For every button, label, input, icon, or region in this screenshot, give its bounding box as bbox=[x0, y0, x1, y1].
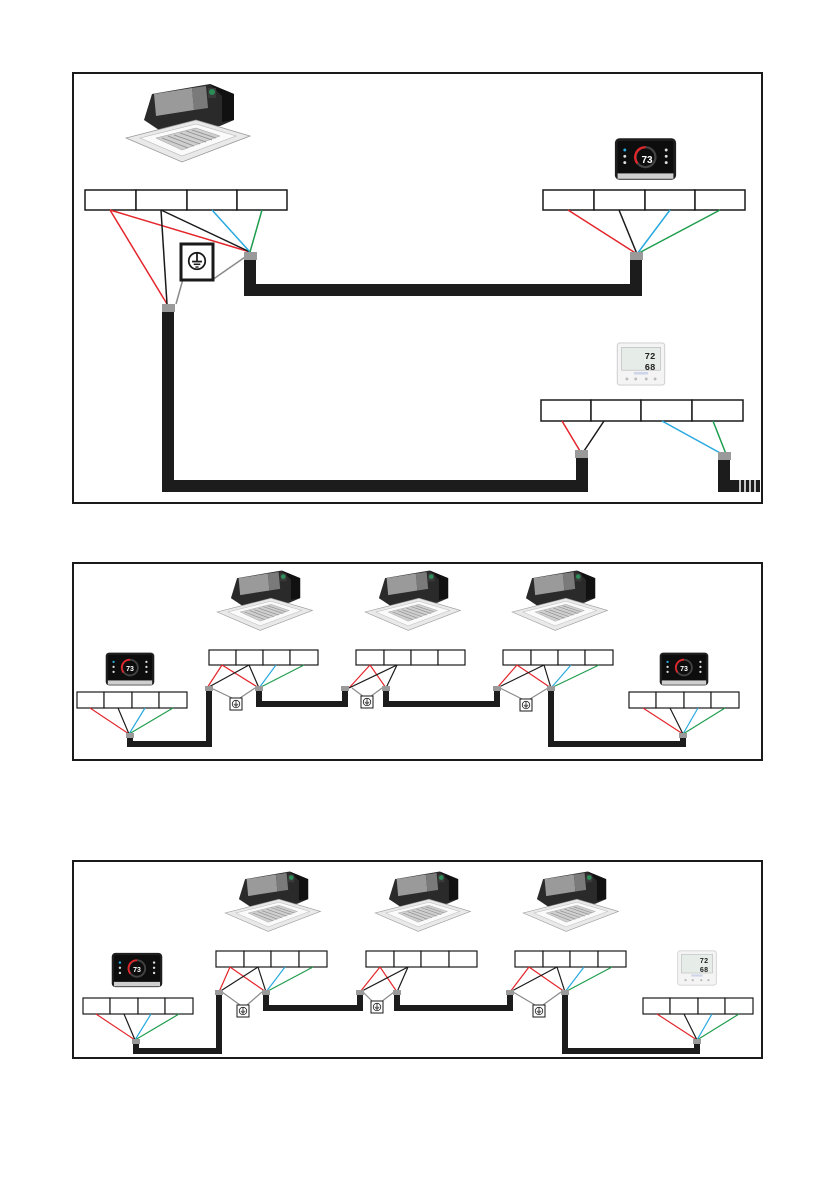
indoor-unit-wires bbox=[349, 665, 397, 697]
indoor-unit-terminal-block bbox=[515, 951, 626, 967]
communication-cables bbox=[136, 994, 697, 1051]
indoor-unit-wires bbox=[510, 967, 612, 1005]
cable-end bbox=[630, 252, 643, 260]
indoor-unit-terminal-block bbox=[209, 650, 318, 665]
indoor-unit-icon bbox=[217, 570, 312, 630]
ground-symbol-icon bbox=[239, 1007, 247, 1015]
indoor-unit-terminal-block bbox=[356, 650, 465, 665]
thermostat-wires bbox=[643, 708, 725, 734]
cable-end bbox=[162, 304, 175, 312]
indoor-unit-terminal-block bbox=[366, 951, 477, 967]
ground-symbol-icon bbox=[232, 700, 240, 708]
thermostat-display-temp: 73 bbox=[680, 666, 688, 673]
diagram-2: 73 bbox=[73, 563, 762, 760]
indoor-unit-icon bbox=[512, 570, 607, 630]
lcd-controller-terminal-block bbox=[541, 400, 743, 421]
thermostat-display-temp: 73 bbox=[641, 155, 653, 166]
lcd-wall-controller-icon bbox=[617, 343, 665, 385]
lcd-room-temp: 68 bbox=[700, 967, 708, 975]
indoor-unit-icon bbox=[225, 871, 320, 931]
indoor-unit-icon bbox=[523, 871, 618, 931]
lcd-controller-terminal-block bbox=[643, 998, 753, 1014]
indoor-unit-wires bbox=[360, 967, 408, 1002]
ground-symbol-icon bbox=[373, 1003, 381, 1011]
lcd-controller-wires bbox=[562, 421, 726, 454]
diagram-3: 73 bbox=[73, 861, 762, 1058]
controller-cable bbox=[168, 311, 582, 486]
ground-symbol-icon bbox=[189, 253, 206, 270]
indoor-unit-terminal-block bbox=[85, 190, 287, 210]
cable-terminator-icon bbox=[718, 452, 760, 494]
diagram-1: 73 72 68 bbox=[73, 73, 762, 503]
communication-cable bbox=[250, 259, 636, 290]
indoor-unit-icon bbox=[375, 871, 470, 931]
lcd-wall-controller-icon bbox=[678, 951, 717, 985]
indoor-unit-icon bbox=[126, 84, 250, 162]
thermostat-wires bbox=[96, 1014, 179, 1040]
communication-cables bbox=[130, 690, 683, 744]
lcd-controller-wires bbox=[657, 1014, 739, 1040]
cable-end bbox=[575, 450, 588, 458]
indoor-unit-wires bbox=[207, 665, 304, 698]
ground-symbol-icon bbox=[522, 701, 530, 709]
thermostat-terminal-block bbox=[83, 998, 193, 1014]
lcd-set-temp: 72 bbox=[645, 352, 656, 362]
thermostat-wires bbox=[90, 708, 173, 734]
thermostat-terminal-block bbox=[543, 190, 745, 210]
cable-end bbox=[244, 252, 257, 260]
ground-symbol-icon bbox=[535, 1007, 543, 1015]
indoor-unit-terminal-block bbox=[216, 951, 327, 967]
indoor-unit-icon bbox=[365, 570, 460, 630]
ground-symbol-icon bbox=[363, 698, 371, 706]
indoor-unit-terminal-block bbox=[503, 650, 613, 665]
lcd-room-temp: 68 bbox=[645, 363, 656, 373]
thermostat-display-temp: 73 bbox=[133, 967, 141, 974]
thermostat-wires bbox=[568, 210, 720, 254]
thermostat-display-temp: 73 bbox=[126, 666, 134, 673]
thermostat-terminal-block bbox=[629, 692, 739, 708]
lcd-set-temp: 72 bbox=[700, 958, 708, 966]
thermostat-terminal-block bbox=[77, 692, 187, 708]
